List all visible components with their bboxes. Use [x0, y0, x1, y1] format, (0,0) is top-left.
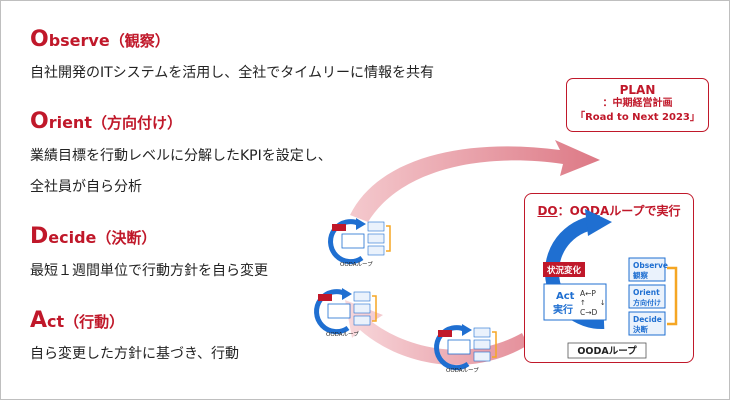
pdca-top: A←P [580, 289, 596, 298]
state-change-label: 状況変化 [547, 265, 582, 276]
svg-text:OODAループ: OODAループ [326, 331, 359, 338]
phase-title-act: Act（行動） [30, 308, 125, 333]
phase-title-orient: Orient（方向付け） [30, 109, 182, 134]
act-label: Act [556, 291, 575, 302]
mini-ooda-loop-3: OODAループ [434, 324, 497, 374]
act-box [543, 283, 607, 321]
orient-jp-label: 方向付け [633, 298, 661, 307]
mini-ooda-loop-1: OODAループ [328, 218, 391, 268]
decide-label: Decide [633, 315, 662, 324]
phase-title-decide: Decide（決断） [30, 224, 157, 249]
phase-desc-observe: 自社開発のITシステムを活用し、全社でタイムリーに情報を共有 [30, 65, 434, 81]
orange-bracket [667, 266, 678, 326]
plan-subtitle: ：中期経営計画 [602, 98, 673, 109]
ooda-loop-label-box [567, 342, 647, 359]
phase-desc-act: 自ら変更した方針に基づき、行動 [30, 346, 240, 362]
phase-title-observe: Observe（観察） [30, 27, 170, 52]
orient-label: Orient [633, 288, 660, 297]
plan-callout: PLAN ：中期経営計画 「Road to Next 2023」 [566, 78, 709, 132]
orient-box [628, 284, 666, 309]
svg-text:OODAループ: OODAループ [446, 367, 479, 374]
act-jp-label: 実行 [553, 303, 573, 316]
pdca-bottom: C→D [580, 308, 598, 317]
observe-box [628, 257, 666, 282]
decide-jp-label: 決断 [633, 324, 648, 334]
observe-jp-label: 観察 [633, 270, 648, 280]
mini-ooda-loop-2: OODAループ [314, 288, 377, 338]
plan-name: 「Road to Next 2023」 [575, 112, 700, 123]
pdca-mid: ↑ ↓ [580, 299, 606, 307]
phase-desc-decide: 最短１週間単位で行動方針を自ら変更 [30, 263, 268, 279]
plan-title: PLAN [619, 83, 656, 97]
decide-box [628, 311, 666, 336]
phase-desc-orient-1: 業績目標を行動レベルに分解したKPIを設定し、 [30, 148, 332, 164]
upper-cycle-arrow [350, 140, 600, 222]
observe-label: Observe [633, 261, 668, 270]
phase-desc-orient-2: 全社員が自ら分析 [30, 179, 142, 195]
ooda-loop-label: OODAループ [577, 345, 637, 357]
svg-text:OODAループ: OODAループ [340, 261, 373, 268]
state-change-badge [543, 262, 585, 277]
